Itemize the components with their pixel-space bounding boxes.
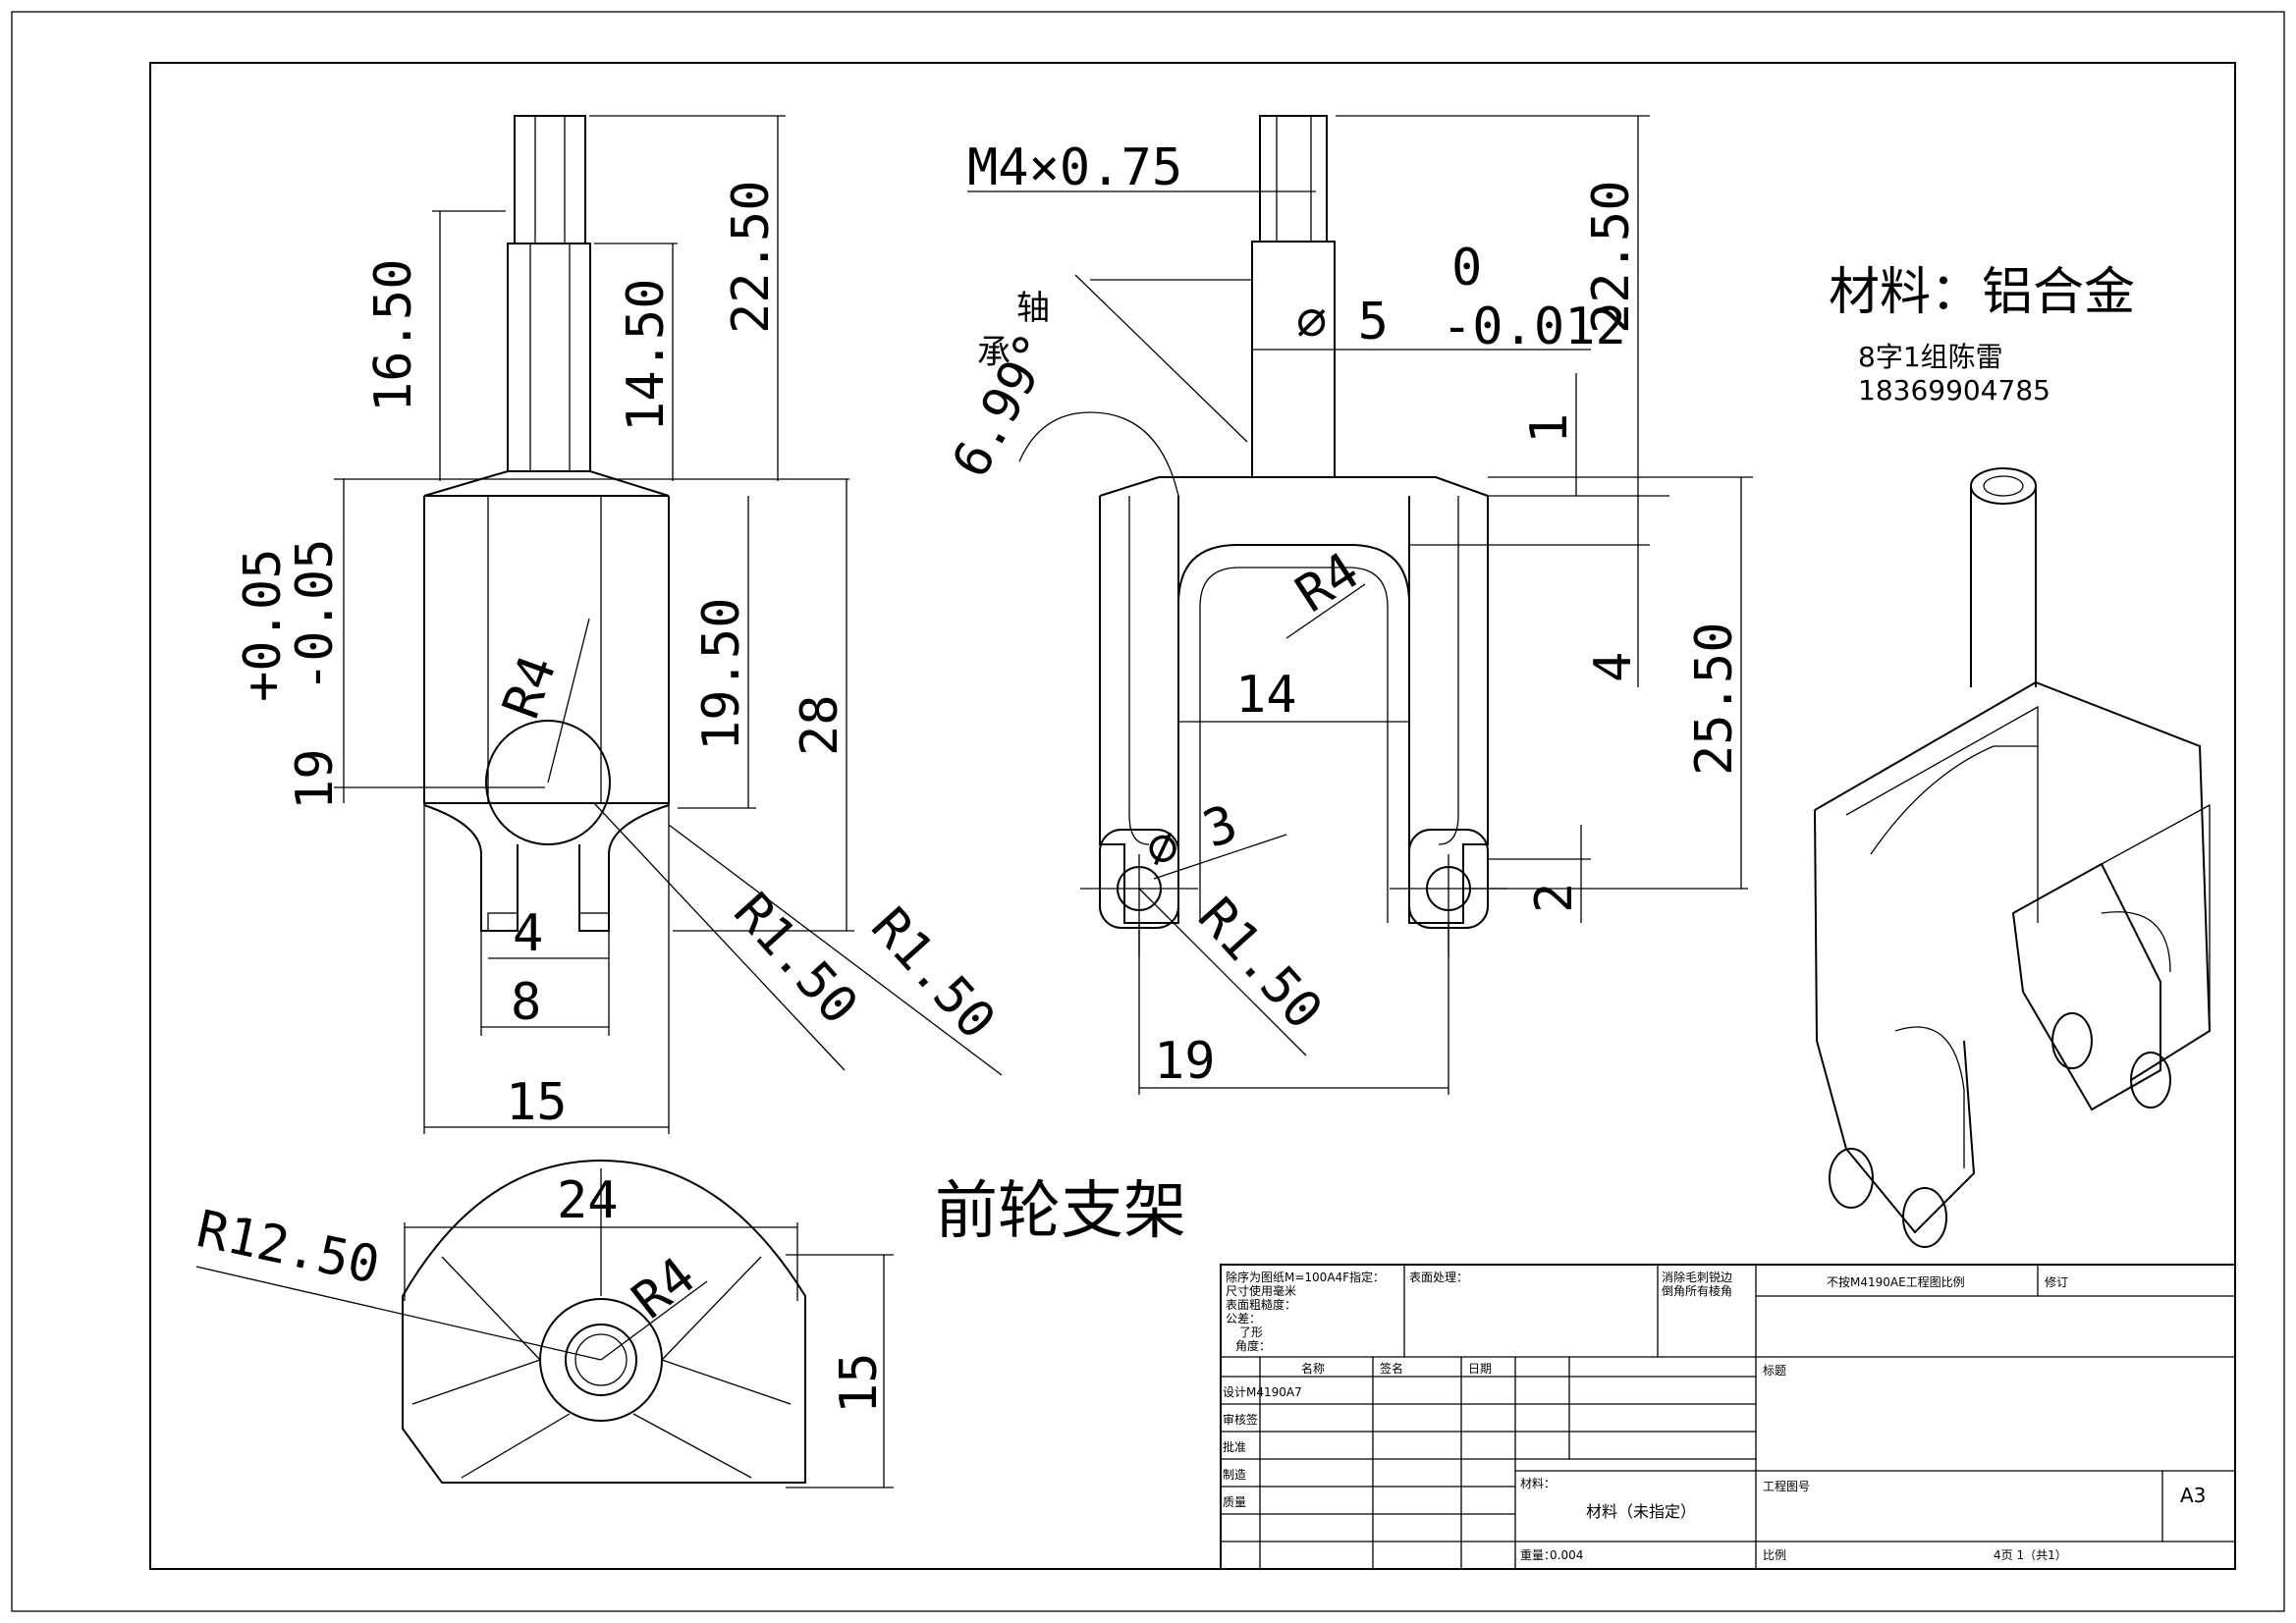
dim-14-50: 14.50 bbox=[617, 278, 676, 432]
dim-4-mid: 4 bbox=[1584, 652, 1643, 682]
tb-title-label: 标题 bbox=[1763, 1364, 1786, 1378]
dim-28: 28 bbox=[791, 694, 849, 756]
left-view bbox=[334, 115, 1003, 1134]
tol-upper: 0 bbox=[1451, 239, 1482, 298]
tol-lower: -0.012 bbox=[1442, 298, 1626, 356]
tb-header-date: 日期 bbox=[1468, 1362, 1492, 1376]
tb-row-design: 设计M4190A7 bbox=[1223, 1385, 1302, 1399]
dim-14: 14 bbox=[1235, 666, 1297, 725]
tb-row-mfg: 制造 bbox=[1223, 1468, 1246, 1482]
tb-row-check: 审核签 bbox=[1223, 1412, 1258, 1427]
tb-deburr-1: 消除毛刺锐边 bbox=[1662, 1270, 1732, 1284]
dim-r4-left: R4 bbox=[492, 648, 569, 726]
tb-weight: 0.004 bbox=[1550, 1548, 1583, 1562]
thread-callout: M4×0.75 bbox=[967, 138, 1182, 197]
tb-header-sign: 签名 bbox=[1380, 1361, 1403, 1376]
drawing-title: 前轮支架 bbox=[935, 1175, 1186, 1248]
dim-r12-50: R12.50 bbox=[191, 1200, 384, 1296]
dim-2: 2 bbox=[1525, 883, 1584, 913]
tb-row-approve: 批准 bbox=[1223, 1439, 1246, 1454]
dim-1: 1 bbox=[1520, 413, 1579, 444]
tb-scale: 比例 bbox=[1763, 1548, 1786, 1562]
bearing-label-1: 轴 bbox=[1016, 289, 1050, 328]
angle-dim: 6.99° bbox=[942, 324, 1066, 487]
tb-note-5: 了形 bbox=[1239, 1325, 1263, 1339]
dim-r4-bottom: R4 bbox=[622, 1246, 706, 1330]
tb-weight-label: 重量： bbox=[1520, 1548, 1556, 1562]
tb-row-quality: 质量 bbox=[1223, 1495, 1246, 1509]
dim-24: 24 bbox=[557, 1171, 619, 1230]
inner-border bbox=[149, 62, 2236, 1570]
shaft-diameter: ⌀ 5 bbox=[1296, 293, 1389, 352]
isometric-view bbox=[1814, 467, 2212, 1248]
tb-material: 材料（未指定） bbox=[1586, 1502, 1696, 1521]
dim-19-mid: 19 bbox=[1154, 1032, 1216, 1091]
tb-revision: 修订 bbox=[2045, 1274, 2068, 1289]
dim-19: 19 bbox=[286, 748, 345, 810]
dim-4-left: 4 bbox=[513, 904, 543, 963]
dim-16-50: 16.50 bbox=[364, 258, 423, 412]
tb-header-name: 名称 bbox=[1301, 1361, 1325, 1376]
title-block bbox=[1220, 1264, 2236, 1570]
material-note: 材料：铝合金 bbox=[1829, 263, 2135, 322]
middle-view bbox=[967, 115, 1753, 1095]
tb-note-1: 除序为图纸M=100A4F指定： bbox=[1226, 1270, 1385, 1284]
tb-sheet: 4页 1（共1） bbox=[1994, 1548, 2067, 1562]
tb-note-2: 尺寸使用毫米 bbox=[1226, 1283, 1296, 1298]
dim-25-50: 25.50 bbox=[1685, 622, 1744, 776]
dim-r1-50-mid: R1.50 bbox=[1186, 888, 1333, 1041]
dim-15-bottom: 15 bbox=[830, 1352, 889, 1414]
dim-22-50-left: 22.50 bbox=[722, 180, 781, 334]
dim-15-left: 15 bbox=[506, 1073, 568, 1132]
dim-r4-mid: R4 bbox=[1285, 541, 1369, 623]
tb-size: A3 bbox=[2180, 1484, 2206, 1507]
hole-diameter: ⌀ 3 bbox=[1138, 794, 1245, 882]
tb-note-3: 表面粗糙度： bbox=[1226, 1297, 1296, 1312]
dim-19-50: 19.50 bbox=[692, 597, 751, 751]
outer-border bbox=[11, 11, 2285, 1612]
tb-drawing-no: 工程图号 bbox=[1763, 1479, 1810, 1493]
phone-number: 18369904785 bbox=[1858, 374, 2050, 406]
tb-material-label: 材料： bbox=[1520, 1477, 1556, 1490]
tb-deburr-2: 倒角所有棱角 bbox=[1662, 1283, 1732, 1298]
tb-note-6: 角度： bbox=[1235, 1338, 1271, 1353]
dim-r1-50-b: R1.50 bbox=[859, 897, 1006, 1051]
tb-scale-note: 不按M4190AE工程图比例 bbox=[1827, 1274, 1965, 1289]
dim-8: 8 bbox=[511, 973, 541, 1032]
author-line: 8字1组陈雷 bbox=[1858, 341, 2003, 373]
tol-minus: -0.05 bbox=[286, 538, 345, 692]
bearing-label-2: 承 bbox=[977, 333, 1011, 372]
dim-22-50-mid: 22.50 bbox=[1582, 180, 1641, 334]
bottom-view bbox=[195, 1159, 894, 1488]
tol-plus: +0.05 bbox=[234, 548, 293, 702]
tb-note-4: 公差： bbox=[1226, 1312, 1261, 1325]
tb-surface: 表面处理： bbox=[1409, 1271, 1468, 1284]
